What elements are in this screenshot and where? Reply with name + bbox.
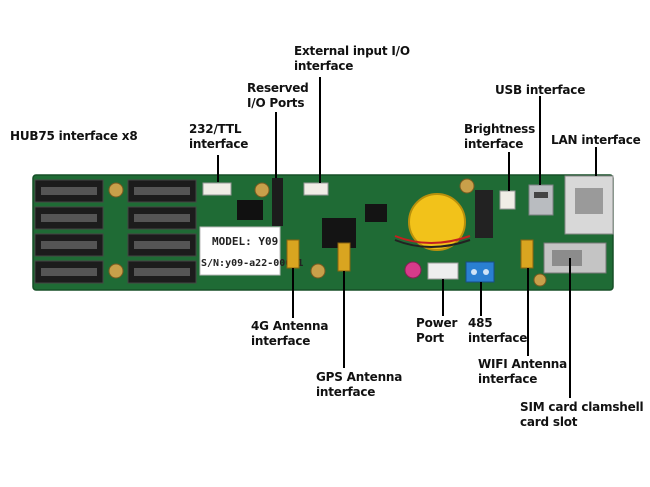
reserved-io-header — [272, 178, 283, 226]
ttl-connector — [202, 182, 232, 196]
brightness-connector — [499, 190, 516, 210]
callout-hub75: HUB75 interface x8 — [10, 129, 138, 143]
callout-reserved: Reserved I/O Ports — [247, 81, 309, 110]
antenna-connector-wifi — [520, 239, 534, 269]
serial-label: S/N:y09-a22-00001 — [201, 258, 303, 269]
usb-port — [528, 184, 554, 216]
callout-485: 485 interface — [468, 316, 528, 345]
callout-lan: LAN interface — [551, 133, 641, 147]
callout-wifi-antenna: WIFI Antenna interface — [478, 357, 568, 386]
capacitor — [404, 261, 422, 279]
callout-sim-slot: SIM card clamshell card slot — [520, 400, 644, 429]
callout-usb: USB interface — [495, 83, 586, 97]
callout-brightness: Brightness interface — [464, 122, 536, 151]
callout-external: External input I/O interface — [294, 44, 410, 73]
power-port — [427, 262, 459, 280]
callout-power-port: Power Port — [416, 316, 458, 345]
rs485-terminal — [465, 261, 495, 283]
callout-ttl: 232/TTL interface — [189, 122, 249, 151]
antenna-connector-4g — [286, 239, 300, 269]
callout-gps-antenna: GPS Antenna interface — [316, 370, 403, 399]
model-label: MODEL: Y09 — [212, 235, 278, 248]
hub75-headers — [34, 179, 197, 284]
leader-lines — [217, 77, 597, 398]
model-sticker — [199, 226, 281, 276]
antenna-connectors — [286, 239, 534, 272]
external-io-connector — [303, 182, 329, 196]
antenna-connector-gps — [337, 242, 351, 272]
callout-4g-antenna: 4G Antenna interface — [251, 319, 329, 348]
coin-battery — [408, 193, 466, 251]
